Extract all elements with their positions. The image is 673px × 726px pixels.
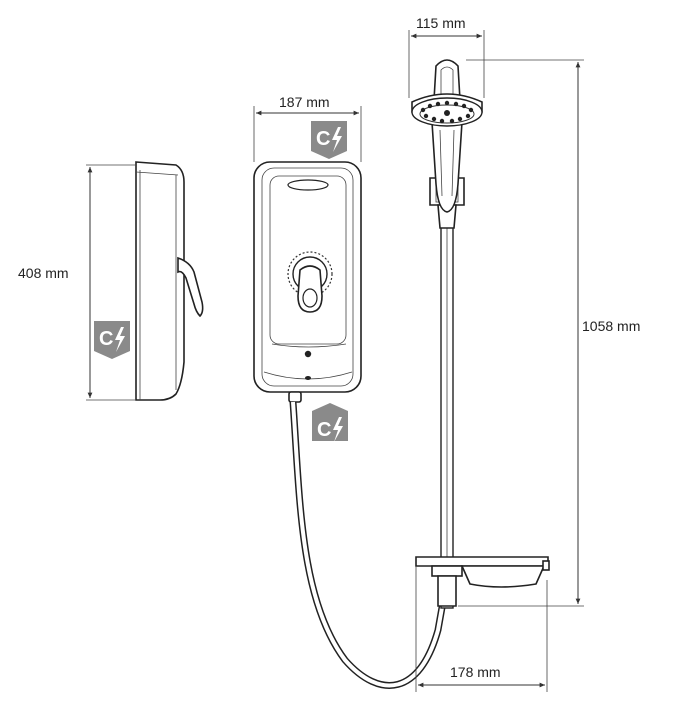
badge-letter: C (99, 328, 113, 350)
dimension-dish-depth: 178 mm (415, 566, 548, 692)
power-button-icon (304, 350, 312, 358)
unit-width-label: 187 mm (279, 94, 330, 110)
soap-dish (415, 556, 550, 607)
badge-bottom: C (312, 403, 348, 442)
temperature-dial (287, 251, 333, 313)
shower-head (411, 93, 483, 127)
dimension-head-width: 115 mm (408, 15, 485, 98)
lightning-bolt-icon (115, 327, 125, 352)
dimension-unit-width: 187 mm (253, 94, 362, 162)
badge-top: C (311, 121, 347, 159)
brand-logo (287, 179, 329, 191)
shower-hose (289, 401, 450, 689)
lightning-bolt-icon (333, 417, 343, 442)
badge-letter: C (316, 128, 330, 150)
dimension-riser-height: 1058 mm (458, 59, 640, 607)
head-width-label: 115 mm (416, 15, 466, 31)
lightning-bolt-icon (332, 127, 342, 152)
dish-depth-label: 178 mm (450, 664, 501, 680)
riser-height-label: 1058 mm (582, 318, 640, 334)
dimension-unit-height: 408 mm (18, 164, 136, 401)
badge-letter: C (317, 419, 331, 441)
badge-side: C (94, 321, 130, 359)
front-view-unit: 187 mm (253, 94, 362, 403)
unit-height-label: 408 mm (18, 265, 69, 281)
riser-rail: 115 mm (408, 15, 640, 692)
side-view: 408 mm (18, 161, 204, 401)
